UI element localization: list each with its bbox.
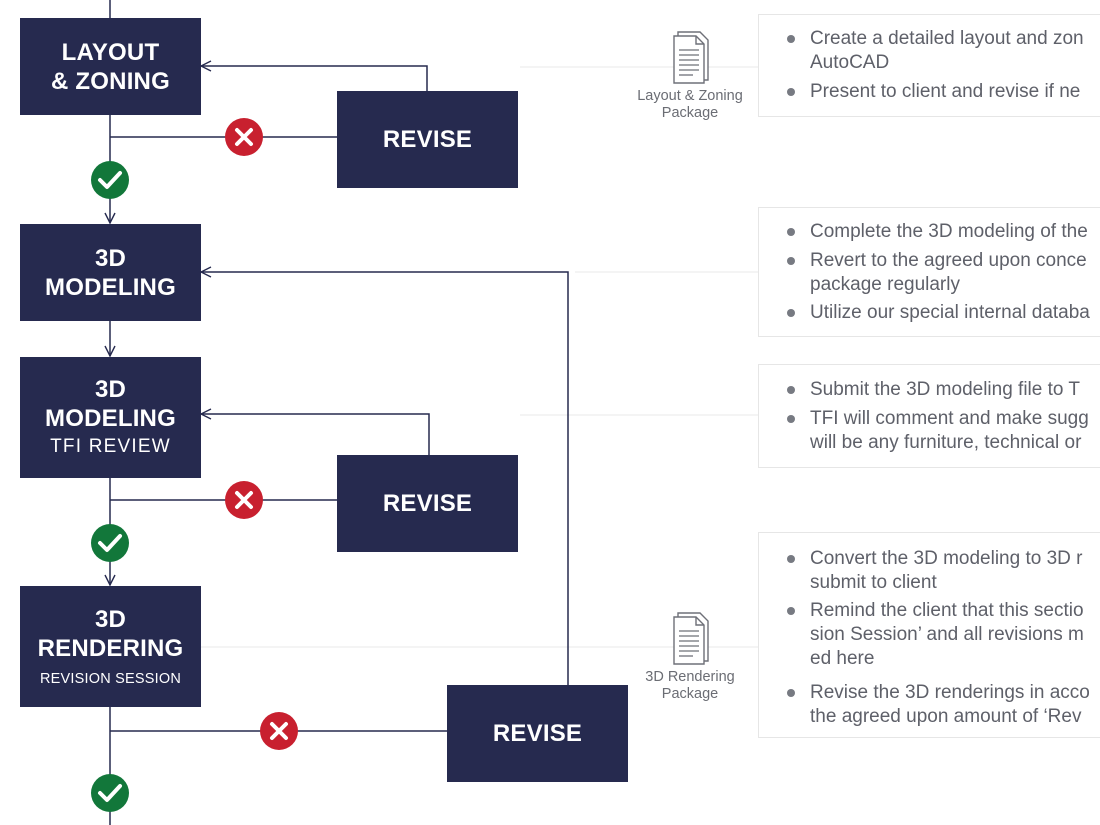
card-bullet: Revert to the agreed upon conce package …: [759, 249, 1100, 297]
modeling-description-card: Complete the 3D modeling of the Revert t…: [758, 207, 1100, 337]
card-bullet: Create a detailed layout and zon AutoCAD: [759, 27, 1100, 75]
revise-node-layout: REVISE: [337, 91, 518, 188]
node-subtitle: TFI REVIEW: [50, 436, 171, 457]
node-title-line2: MODELING: [45, 405, 176, 432]
revise-label: REVISE: [382, 126, 473, 153]
node-title-line2: & ZONING: [51, 67, 170, 95]
card-bullet: Utilize our special internal databa: [759, 301, 1100, 325]
x-icon: [225, 118, 263, 156]
card-bullet: Convert the 3D modeling to 3D r submit t…: [759, 547, 1100, 595]
x-icon: [260, 712, 298, 750]
rendering-description-card: Convert the 3D modeling to 3D r submit t…: [758, 532, 1100, 738]
node-title-line2: RENDERING: [37, 634, 184, 662]
check-icon: [91, 774, 129, 812]
layout-zoning-package: Layout & Zoning Package: [620, 28, 760, 122]
3d-rendering-package: 3D Rendering Package: [620, 609, 760, 703]
card-bullet: Revise the 3D renderings in acco the agr…: [759, 681, 1100, 729]
x-icon: [225, 481, 263, 519]
tfi-review-description-card: Submit the 3D modeling file to T TFI wil…: [758, 364, 1100, 468]
revise-label: REVISE: [382, 490, 473, 517]
card-bullet: TFI will comment and make sugg will be a…: [759, 407, 1100, 455]
revise-node-rendering: REVISE: [447, 685, 628, 782]
node-title-line1: 3D: [94, 376, 127, 403]
node-title-line1: 3D: [94, 244, 127, 272]
check-icon: [91, 161, 129, 199]
revise-node-tfi: REVISE: [337, 455, 518, 552]
document-icon: [673, 31, 709, 84]
card-bullet: Submit the 3D modeling file to T: [759, 378, 1100, 402]
card-bullet: Complete the 3D modeling of the: [759, 220, 1100, 244]
package-label: 3D Rendering Package: [645, 669, 735, 702]
node-title-line2: MODELING: [45, 273, 176, 301]
node-title-line1: LAYOUT: [61, 38, 160, 66]
documents-icon: [673, 612, 709, 665]
3d-modeling-node: 3D MODELING: [20, 224, 201, 321]
3d-rendering-node: 3D RENDERING REVISION SESSION: [20, 586, 201, 707]
revise-label: REVISE: [492, 720, 583, 747]
card-bullet: Present to client and revise if ne: [759, 80, 1100, 104]
guide-lines: [200, 66, 758, 648]
node-subtitle: REVISION SESSION: [40, 670, 181, 687]
card-bullet: Remind the client that this sectio sion …: [759, 599, 1100, 671]
node-title-line1: 3D: [94, 605, 127, 633]
check-icon: [91, 524, 129, 562]
3d-modeling-tfi-review-node: 3D MODELING TFI REVIEW: [20, 357, 201, 478]
layout-description-card: Create a detailed layout and zon AutoCAD…: [758, 14, 1100, 117]
layout-zoning-node: LAYOUT & ZONING: [20, 18, 201, 115]
package-label: Layout & Zoning Package: [637, 88, 743, 121]
